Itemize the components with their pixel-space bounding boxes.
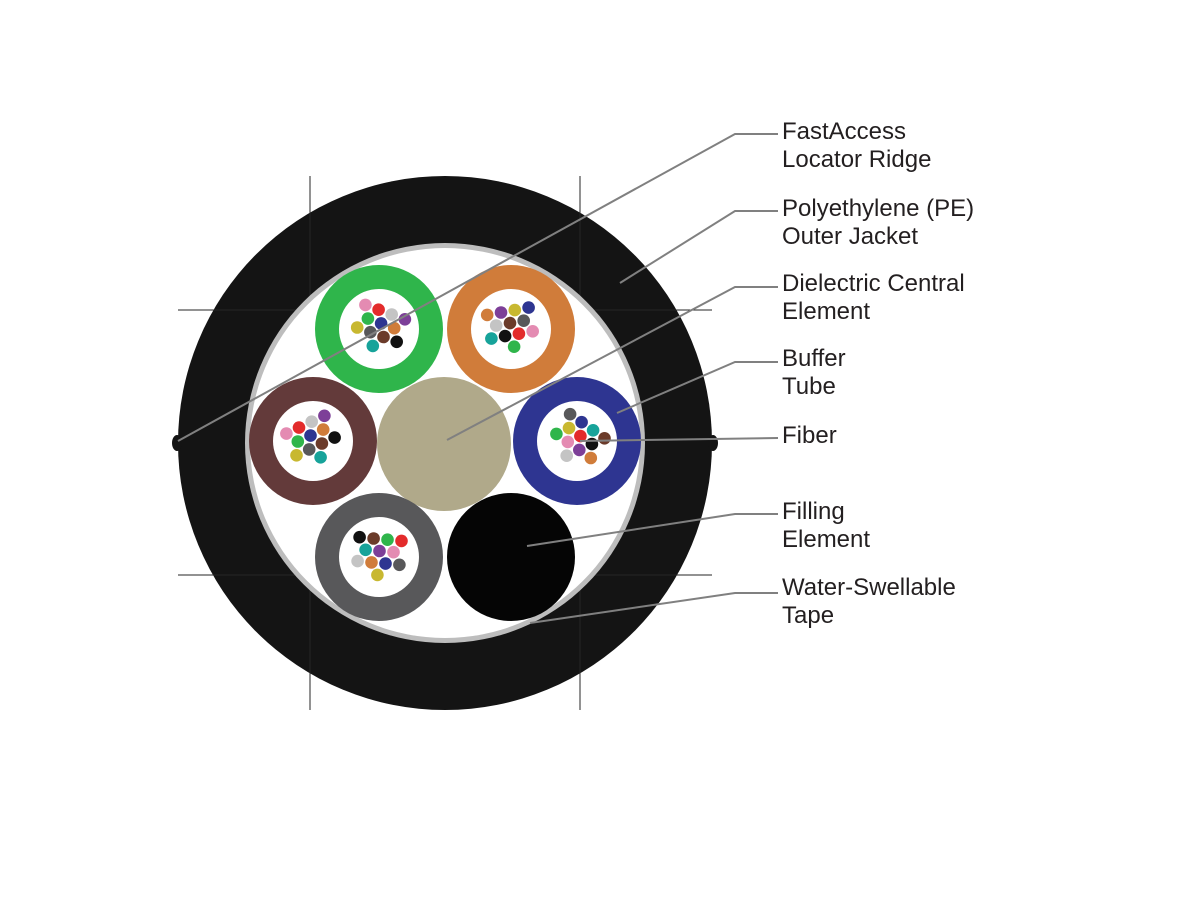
fiber [361, 312, 375, 325]
fiber [291, 435, 305, 448]
fiber [507, 340, 521, 354]
fiber [561, 435, 575, 449]
dielectric-central-element [377, 377, 511, 511]
label-line: Buffer [782, 345, 846, 372]
buffer-tube-slate [315, 493, 443, 621]
fiber [387, 321, 401, 335]
label-line: Dielectric Central [782, 270, 965, 297]
fiber [573, 443, 586, 457]
fiber [563, 407, 577, 421]
label-line: Filling [782, 498, 845, 525]
leader-line-locator-ridge [177, 133, 778, 442]
label-dielectric-central-element: Dielectric Central Element [782, 270, 965, 326]
fiber [359, 298, 372, 312]
fiber [517, 314, 530, 328]
leader-line-outer-jacket [619, 210, 778, 284]
buffer-tube-brown [249, 377, 377, 505]
fiber [398, 313, 412, 326]
fiber [290, 449, 303, 462]
fiber [586, 424, 600, 437]
filling-element [447, 493, 575, 621]
leader-line-central-element [446, 286, 778, 441]
fiber [390, 335, 404, 349]
fiber [379, 557, 392, 570]
fiber [503, 316, 517, 330]
fiber [377, 330, 390, 344]
label-filling-element: Filling Element [782, 498, 870, 554]
fiber [304, 429, 317, 442]
fiber [366, 339, 380, 353]
fiber [315, 437, 329, 450]
label-line: Outer Jacket [782, 223, 919, 250]
label-line: Polyethylene (PE) [782, 195, 975, 222]
fiber [585, 437, 599, 451]
fiber [318, 409, 331, 423]
fiber [526, 325, 539, 338]
fiber [498, 329, 512, 343]
label-line: Tube [782, 373, 836, 400]
fiber [485, 332, 498, 345]
label-buffer-tube: Buffer Tube [782, 345, 846, 401]
fiber [314, 451, 327, 464]
label-line: Locator Ridge [782, 146, 932, 173]
fiber [367, 532, 380, 545]
fiber [302, 443, 316, 456]
fiber [373, 544, 386, 558]
fiber [316, 423, 330, 436]
fiber [574, 429, 587, 443]
locator-ridge-right [708, 435, 718, 451]
fiber [385, 308, 399, 321]
label-fastaccess-locator-ridge: FastAccess Locator Ridge [782, 118, 931, 174]
fiber [480, 308, 494, 322]
label-line: Water-Swellable [782, 574, 956, 601]
label-line: Element [782, 526, 871, 553]
leader-line-fiber [579, 437, 779, 442]
fiber [489, 319, 503, 332]
fiber [365, 556, 378, 569]
label-line: Element [782, 298, 871, 325]
label-line: FastAccess [782, 118, 907, 145]
fiber [351, 554, 364, 568]
fiber [353, 530, 366, 544]
fiber [395, 534, 408, 548]
fiber [292, 421, 306, 434]
fiber [280, 427, 293, 440]
fiber [584, 451, 598, 465]
fiber [508, 303, 522, 317]
fiber [550, 427, 563, 441]
fiber [387, 545, 400, 559]
fiber [598, 432, 611, 445]
label-water-swellable-tape: Water-Swellable Tape [782, 574, 956, 630]
label-line: Tape [782, 602, 835, 629]
label-outer-jacket: Polyethylene (PE) Outer Jacket [782, 195, 974, 251]
fiber [359, 543, 372, 557]
fiber [512, 327, 526, 341]
buffer-tube-green [315, 265, 443, 393]
fiber [494, 306, 508, 319]
fiber [328, 431, 341, 444]
fiber [364, 325, 377, 339]
leader-line-water-swellable-tape [529, 592, 778, 624]
fiber [372, 303, 385, 317]
label-line: Fiber [782, 422, 837, 449]
locator-ridge-left [172, 435, 182, 451]
label-fiber: Fiber [782, 422, 837, 450]
buffer-tube-orange [447, 265, 575, 393]
buffer-tube-blue [513, 377, 641, 505]
fiber [374, 317, 388, 330]
fiber [393, 558, 406, 572]
fiber [522, 301, 535, 314]
fiber [350, 321, 364, 334]
leader-line-buffer-tube [616, 361, 778, 414]
fiber [575, 415, 588, 429]
leader-line-filling-element [526, 513, 778, 547]
fiber [381, 533, 394, 546]
fiber [560, 449, 573, 463]
fiber [371, 568, 384, 582]
fiber [562, 421, 576, 435]
fiber [305, 415, 319, 429]
